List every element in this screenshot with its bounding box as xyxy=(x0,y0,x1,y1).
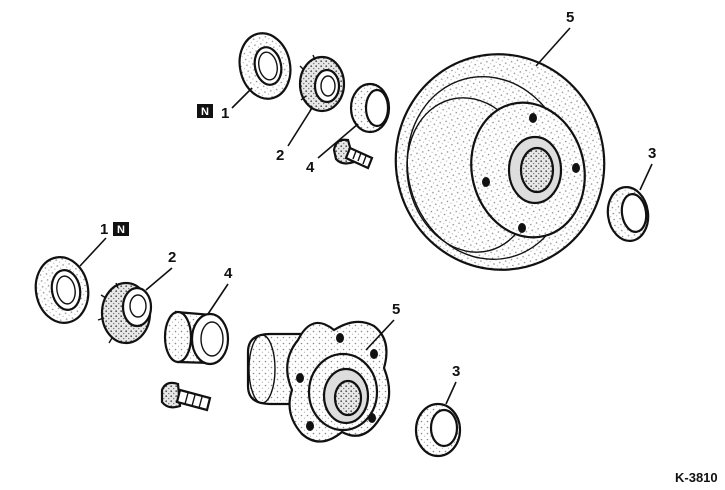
brake-drum xyxy=(394,53,606,271)
callout-bottom-1: 1 N xyxy=(79,221,129,267)
leader-line xyxy=(79,237,107,267)
callout-label-bottom-1: 1 xyxy=(100,221,108,238)
top-outer-race xyxy=(606,186,650,242)
leader-line xyxy=(535,27,571,67)
callout-bottom-4: 4 xyxy=(207,265,233,315)
callout-top-4: 4 xyxy=(306,123,359,176)
callout-label-bottom-2: 2 xyxy=(168,249,176,266)
bottom-grease-seal xyxy=(34,256,90,324)
callout-label-bottom-5: 5 xyxy=(392,301,400,318)
bottom-wheel-bolt xyxy=(160,381,212,412)
leader-line xyxy=(145,267,173,291)
callout-top-3: 3 xyxy=(639,145,656,191)
top-roller-bearing xyxy=(298,54,346,113)
callout-top-5: 5 xyxy=(535,9,574,67)
callout-bottom-5: 5 xyxy=(365,301,400,351)
wheel-hub xyxy=(246,320,391,443)
callout-top-1: N 1 xyxy=(197,87,253,122)
new-part-marker xyxy=(197,104,213,118)
leader-line xyxy=(365,319,395,351)
callout-top-2: 2 xyxy=(276,107,313,164)
new-part-marker-text: N xyxy=(201,106,209,118)
callout-bottom-2: 2 xyxy=(145,249,176,291)
leader-line xyxy=(207,283,229,315)
callout-label-top-1: 1 xyxy=(221,105,229,122)
leader-line xyxy=(287,107,313,147)
new-part-marker-text: N xyxy=(117,224,125,236)
callout-label-top-2: 2 xyxy=(276,147,284,164)
top-wheel-bolt xyxy=(332,138,374,170)
leader-line xyxy=(445,381,457,405)
leader-line xyxy=(639,163,653,191)
callout-label-top-5: 5 xyxy=(566,9,574,26)
callout-label-top-4: 4 xyxy=(306,159,315,176)
leader-line xyxy=(317,123,359,159)
callout-bottom-3: 3 xyxy=(445,363,460,405)
callout-label-top-3: 3 xyxy=(648,145,656,162)
figure-code: K-3810 xyxy=(675,470,718,485)
leader-line xyxy=(231,87,253,109)
new-part-marker xyxy=(113,222,129,236)
callout-label-bottom-4: 4 xyxy=(224,265,233,282)
bottom-outer-race xyxy=(414,402,462,458)
bottom-bearing-race xyxy=(163,310,230,366)
top-grease-seal xyxy=(238,32,292,100)
callout-label-bottom-3: 3 xyxy=(452,363,460,380)
bottom-roller-bearing xyxy=(97,281,153,345)
top-bearing-race xyxy=(349,82,391,134)
